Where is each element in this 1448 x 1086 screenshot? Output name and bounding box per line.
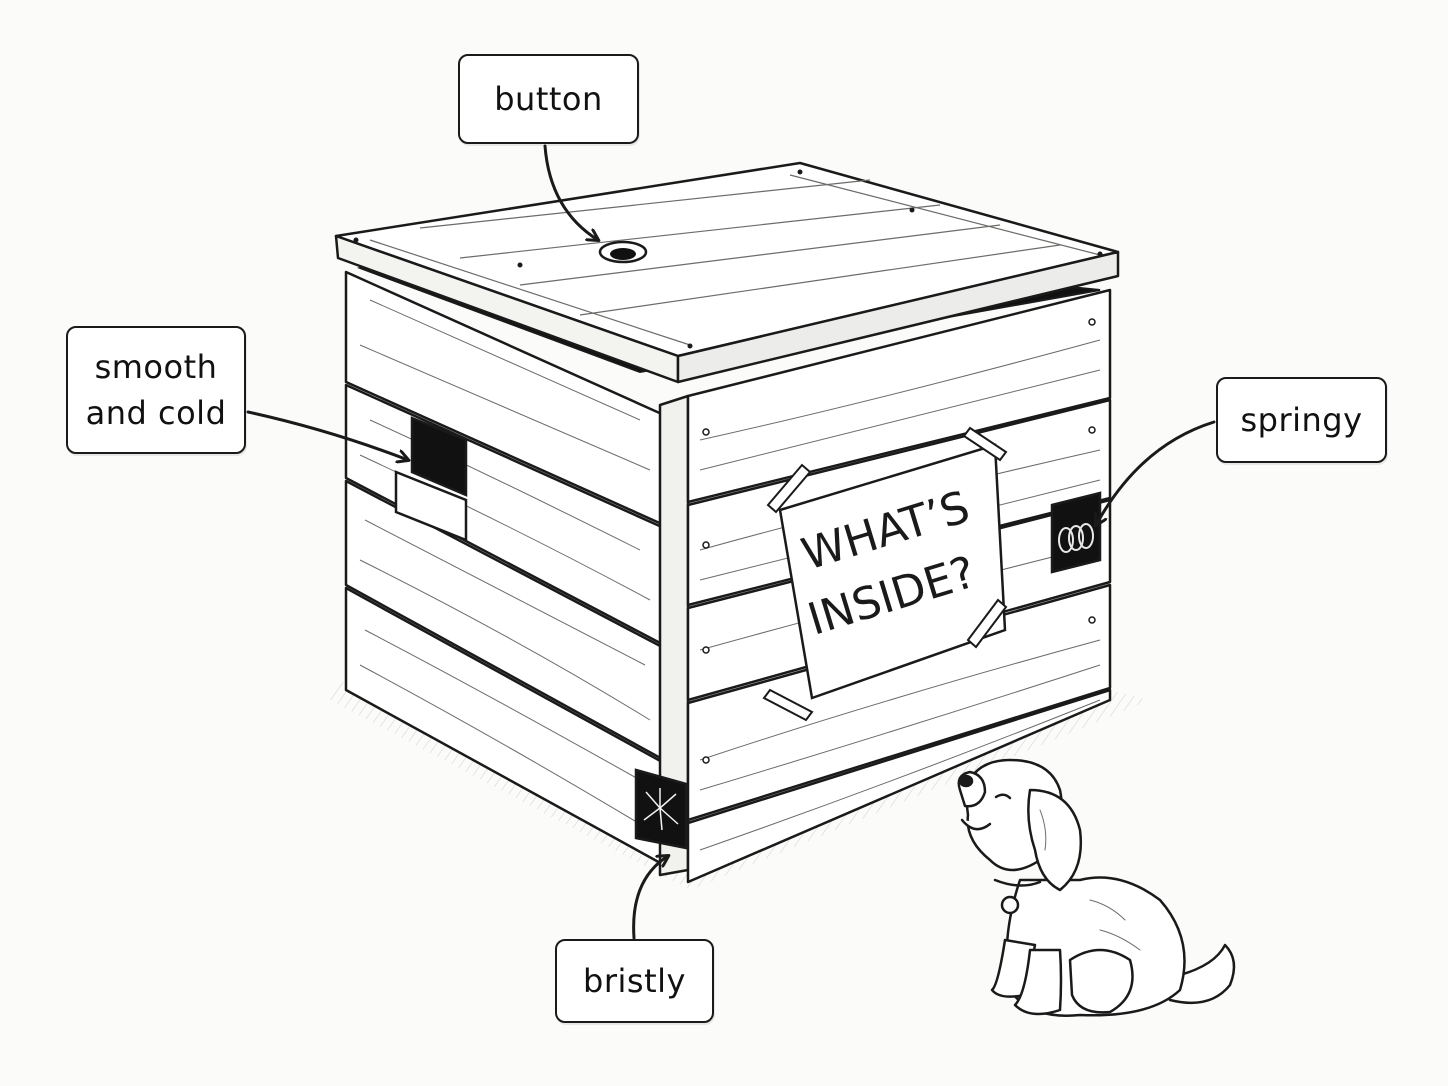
label-smooth-line2: and cold bbox=[85, 394, 227, 432]
arrow-bristly bbox=[632, 856, 668, 940]
label-button: button bbox=[458, 54, 639, 144]
arrows bbox=[246, 144, 1216, 940]
crate-lid bbox=[334, 161, 1120, 384]
label-button-text: button bbox=[494, 80, 603, 118]
arrow-button bbox=[543, 144, 598, 240]
tape-strips bbox=[762, 426, 1008, 722]
label-smooth-and-cold: smooth and cold bbox=[66, 326, 246, 454]
label-springy-text: springy bbox=[1240, 401, 1363, 439]
arrow-springy bbox=[1096, 420, 1216, 525]
side-hole-bristly bbox=[634, 768, 688, 850]
label-bristly: bristly bbox=[555, 939, 714, 1023]
side-hole-springy bbox=[1050, 491, 1102, 574]
arrow-smooth bbox=[246, 410, 408, 460]
puppy bbox=[957, 758, 1236, 1017]
sign-paper: WHAT’S INSIDE? bbox=[778, 443, 1007, 700]
lid-button bbox=[598, 240, 648, 264]
label-bristly-text: bristly bbox=[583, 962, 686, 1000]
side-hole-smooth bbox=[394, 416, 468, 542]
label-smooth-line1: smooth bbox=[94, 348, 218, 386]
label-springy: springy bbox=[1216, 377, 1387, 463]
